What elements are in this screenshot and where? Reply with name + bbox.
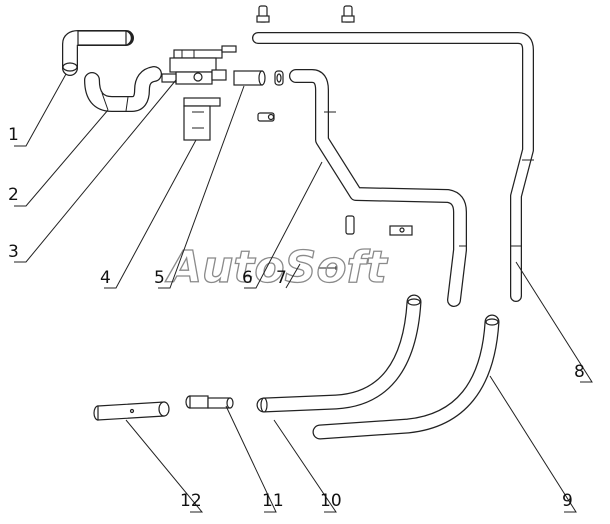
callout-7: 7 [276, 268, 287, 288]
callout-10: 10 [320, 491, 342, 511]
callout-5: 5 [154, 268, 165, 288]
callout-9: 9 [562, 491, 573, 511]
callout-4: 4 [100, 268, 111, 288]
part-5-coupler [233, 70, 284, 86]
part-3-valve-assembly [161, 45, 237, 85]
small-fittings [256, 5, 413, 270]
part-6-bent-pipe [289, 69, 467, 307]
callout-6: 6 [242, 268, 253, 288]
callout-11: 11 [262, 491, 284, 511]
callout-3: 3 [8, 242, 19, 262]
watermark-text: AutoSoft [165, 242, 389, 293]
part-12-straight-hose [93, 401, 170, 421]
part-1-elbow-hose [62, 30, 134, 76]
part-8-long-tube [252, 32, 534, 302]
callout-2: 2 [8, 185, 19, 205]
callout-8: 8 [574, 362, 585, 382]
part-9-curved-hose [312, 314, 500, 440]
part-10-curved-hose [256, 294, 422, 413]
callout-labels: 1 2 3 4 5 6 7 8 9 10 11 12 [8, 125, 585, 511]
callout-1: 1 [8, 125, 19, 145]
callout-12: 12 [180, 491, 202, 511]
part-2-s-hose [84, 66, 162, 112]
part-11-fitting [185, 395, 234, 409]
leader-lines [14, 73, 593, 513]
part-4-bracket [183, 97, 221, 141]
